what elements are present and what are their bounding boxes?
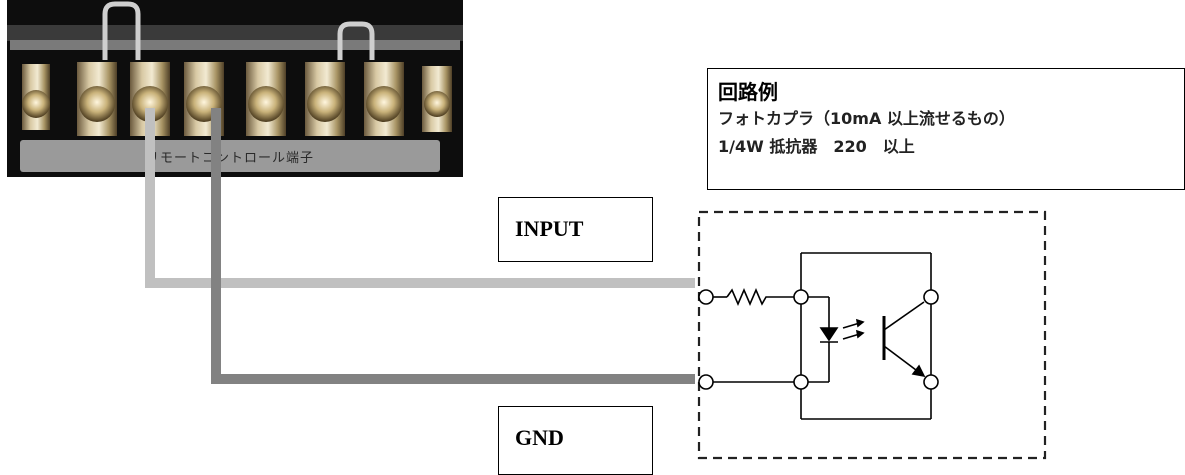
terminal-5 bbox=[246, 62, 286, 136]
terminal-6 bbox=[305, 62, 345, 136]
terminal-8 bbox=[422, 66, 452, 132]
resistor-spec: 1/4W 抵抗器 220 以上 bbox=[718, 137, 915, 156]
terminal-7 bbox=[364, 62, 404, 136]
resistor-icon bbox=[726, 287, 794, 307]
gnd-wire bbox=[211, 108, 695, 384]
node-resistor-out bbox=[793, 289, 809, 305]
node-cathode bbox=[793, 374, 809, 390]
circuit-example-box: 回路例 フォトカプラ（10mA 以上流せるもの） 1/4W 抵抗器 220 以上 bbox=[707, 68, 1185, 190]
terminal-2 bbox=[77, 62, 117, 136]
input-label-box: INPUT bbox=[498, 197, 653, 262]
jumper-wire-left bbox=[102, 1, 141, 60]
phototransistor-icon bbox=[882, 301, 926, 378]
led-icon bbox=[819, 327, 839, 343]
photocoupler-spec: フォトカプラ（10mA 以上流せるもの） bbox=[718, 109, 1015, 128]
node-emitter bbox=[923, 374, 939, 390]
terminal-label-plate bbox=[20, 140, 440, 172]
gnd-label-box: GND bbox=[498, 406, 653, 475]
node-input-terminal bbox=[698, 289, 714, 305]
circuit-example-title: 回路例 bbox=[718, 80, 778, 104]
light-emission-arrows-icon bbox=[842, 318, 865, 340]
gnd-label: GND bbox=[515, 425, 564, 450]
node-collector bbox=[923, 289, 939, 305]
circuit-nodes bbox=[698, 289, 939, 390]
terminal-block: リモートコントロール端子 bbox=[7, 0, 463, 177]
input-label: INPUT bbox=[515, 216, 584, 241]
optocoupler-enclosure bbox=[697, 210, 1047, 460]
optocoupler-circuit bbox=[713, 252, 932, 420]
node-gnd-terminal bbox=[698, 374, 714, 390]
input-wire bbox=[145, 108, 695, 288]
terminal-1 bbox=[22, 64, 50, 130]
terminal-label-text: リモートコントロール端子 bbox=[146, 150, 314, 165]
jumper-wire-right bbox=[337, 21, 375, 60]
